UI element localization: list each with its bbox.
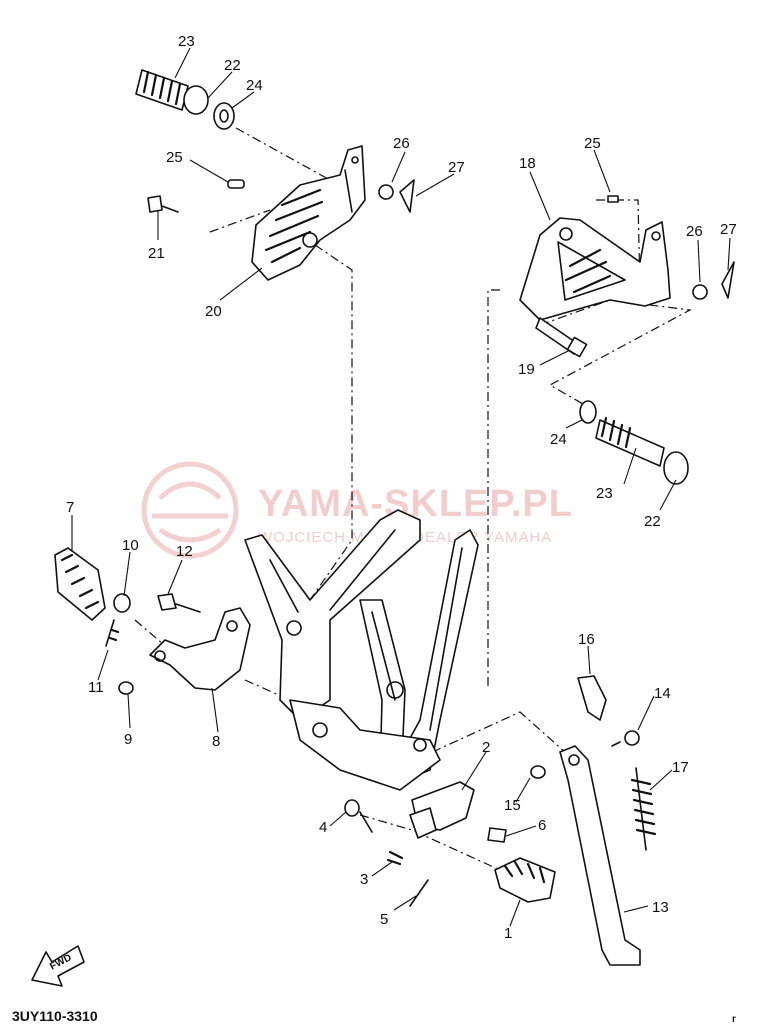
label-21: 21 bbox=[148, 245, 165, 262]
label-23-upper: 23 bbox=[178, 33, 195, 50]
label-13: 13 bbox=[652, 899, 669, 916]
diagram-code: 3UY110-3310 bbox=[12, 1008, 98, 1024]
label-1: 1 bbox=[504, 925, 512, 942]
footpeg-left bbox=[54, 547, 134, 695]
leader-lines bbox=[71, 47, 731, 927]
footrest-bracket-right bbox=[519, 195, 735, 321]
footpeg-bracket-right bbox=[344, 765, 556, 907]
label-12: 12 bbox=[176, 543, 193, 560]
label-26-upper: 26 bbox=[393, 135, 410, 152]
label-14: 14 bbox=[654, 685, 671, 702]
footpeg-bracket-left bbox=[149, 593, 251, 691]
label-5: 5 bbox=[380, 911, 388, 928]
sidestand bbox=[559, 675, 657, 966]
footrest-pivot-left bbox=[135, 69, 235, 130]
label-9: 9 bbox=[124, 731, 132, 748]
label-7: 7 bbox=[66, 499, 74, 516]
watermark-logo bbox=[141, 461, 239, 559]
label-4: 4 bbox=[319, 819, 327, 836]
label-8: 8 bbox=[212, 733, 220, 750]
label-24-right: 24 bbox=[550, 431, 567, 448]
label-22-right: 22 bbox=[644, 513, 661, 530]
label-17: 17 bbox=[672, 759, 689, 776]
small-parts-upper-left bbox=[147, 179, 415, 213]
forward-arrow: FWD bbox=[31, 945, 85, 987]
label-18: 18 bbox=[519, 155, 536, 172]
label-19: 19 bbox=[518, 361, 535, 378]
part-labels: 23 22 24 25 26 27 21 20 18 25 26 27 19 2… bbox=[66, 33, 737, 942]
label-15: 15 bbox=[504, 797, 521, 814]
label-16: 16 bbox=[578, 631, 595, 648]
label-24-upper: 24 bbox=[246, 77, 263, 94]
bolt-19 bbox=[535, 317, 588, 358]
watermark: YAMA-SKLEP.PL WOJCIECH MACZ I DEALER YAM… bbox=[141, 461, 572, 559]
label-25-right: 25 bbox=[584, 135, 601, 152]
label-6: 6 bbox=[538, 817, 546, 834]
label-2: 2 bbox=[482, 739, 490, 756]
label-23-right: 23 bbox=[596, 485, 613, 502]
label-10: 10 bbox=[122, 537, 139, 554]
footrest-bracket-left bbox=[251, 145, 366, 281]
label-22-upper: 22 bbox=[224, 57, 241, 74]
label-11: 11 bbox=[88, 679, 104, 696]
label-27-upper: 27 bbox=[448, 159, 465, 176]
label-3: 3 bbox=[360, 871, 368, 888]
label-27-right: 27 bbox=[720, 221, 737, 238]
frame bbox=[244, 509, 479, 791]
footrest-pivot-right bbox=[579, 400, 689, 485]
label-25-upper: 25 bbox=[166, 149, 183, 166]
label-26-right: 26 bbox=[686, 223, 703, 240]
label-20: 20 bbox=[205, 303, 222, 320]
corner-mark: r bbox=[732, 1014, 736, 1025]
